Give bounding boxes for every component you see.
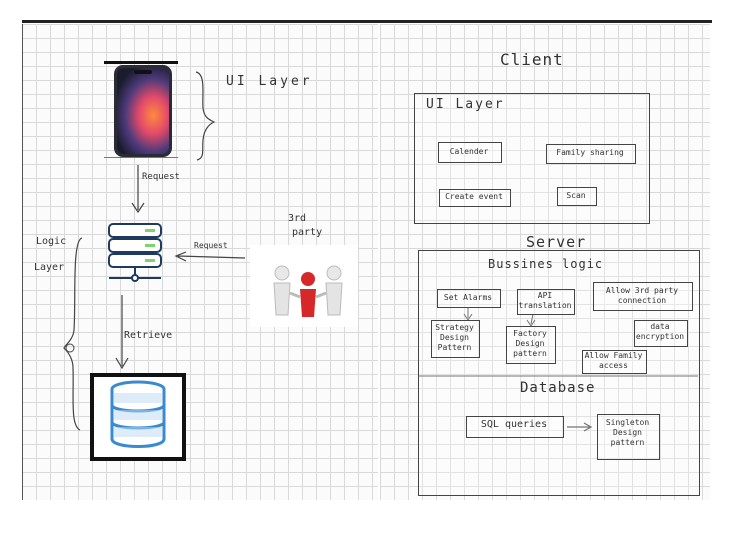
request-arrow [131, 165, 145, 214]
client-title: Client [500, 50, 564, 69]
request-label: Request [142, 172, 180, 182]
ui-layer-label: UI Layer [226, 74, 313, 89]
logic-layer-brace [63, 237, 83, 431]
logic-label: Logic [36, 236, 67, 247]
server-box [418, 250, 700, 496]
third-party-arrow [174, 251, 246, 262]
factory-label: Factory Design pattern [513, 329, 547, 358]
left-grid-paper [22, 24, 378, 500]
layer-label: Layer [34, 262, 65, 273]
sql-queries-box [466, 416, 564, 438]
calender-label: Calender [449, 147, 489, 156]
ui-layer-title: UI Layer [426, 97, 505, 112]
singleton-label: Singleton Design pattern [605, 418, 650, 447]
create-event-label: Create event [445, 192, 503, 201]
retrieve-arrow [115, 295, 129, 370]
right-grid-paper [380, 24, 710, 500]
data-encryption-label: data encryption [635, 322, 685, 341]
request-label-2: Request [194, 241, 228, 250]
family-access-box [582, 350, 647, 374]
strategy-label: Strategy Design Pattern [435, 323, 474, 352]
data-encryption-box [634, 320, 688, 347]
ui-layer-box [414, 93, 650, 224]
ui-layer-brace [195, 71, 216, 161]
sql-arrow [567, 422, 593, 432]
api-translation-label: API translation [518, 291, 572, 310]
set-alarms-box [437, 289, 501, 308]
scan-label: Scan [566, 191, 586, 200]
scan-box [557, 187, 597, 206]
third-party-label-1: 3rd [288, 213, 307, 224]
calender-box [438, 142, 502, 163]
factory-box [506, 326, 556, 364]
people-handshake-icon [250, 245, 358, 327]
set-alarms-label: Set Alarms [443, 293, 493, 302]
left-border [22, 24, 23, 500]
top-border [22, 20, 712, 23]
singleton-box [597, 414, 660, 460]
create-event-box [439, 189, 511, 207]
database-title: Database [520, 380, 596, 396]
family-access-label: Allow Family access [584, 351, 643, 370]
business-logic-title: Bussines logic [488, 257, 604, 271]
family-sharing-box [546, 144, 636, 164]
sql-queries-label: SQL queries [480, 419, 548, 430]
api-translation-box [517, 289, 575, 315]
database-icon [90, 373, 186, 461]
retrieve-label: Retrieve [124, 330, 173, 341]
strategy-box [431, 320, 480, 358]
server-title: Server [526, 233, 587, 251]
family-sharing-label: Family sharing [556, 148, 624, 157]
third-party-label-2: party [292, 227, 323, 238]
third-party-connection-box [593, 282, 693, 311]
smartphone-icon [104, 61, 178, 159]
server-icon [105, 222, 165, 284]
third-party-connection-label: Allow 3rd party connection [605, 286, 679, 305]
